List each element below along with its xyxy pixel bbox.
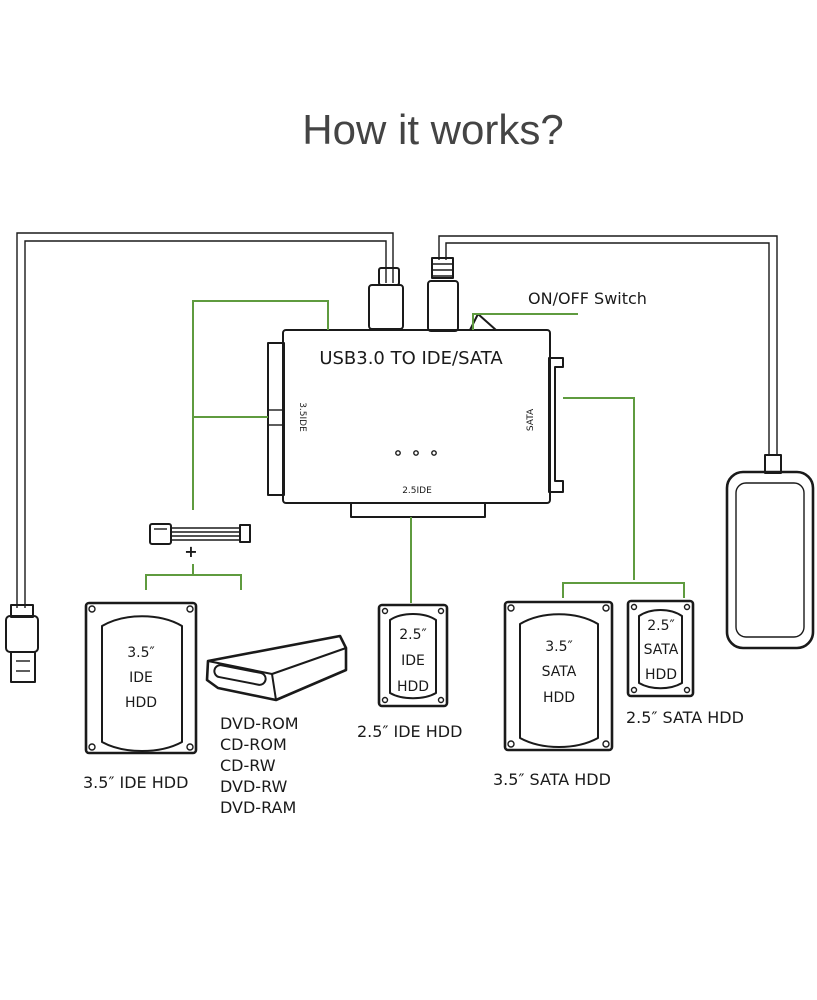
hdd-sata35: 3.5″ SATA HDD bbox=[503, 600, 614, 752]
switch-callout: ON/OFF Switch bbox=[472, 289, 647, 330]
hdd-ide25: 2.5″ IDE HDD bbox=[377, 603, 449, 708]
molex-connector: + bbox=[149, 523, 251, 561]
hdd-sata25-size: 2.5″ bbox=[647, 618, 675, 634]
adapter-box: USB3.0 TO IDE/SATA 3.5IDE SATA 2.5IDE bbox=[267, 313, 564, 518]
hdd-ide35-type: IDE bbox=[129, 670, 153, 686]
caption-ide35: 3.5″ IDE HDD bbox=[83, 773, 188, 792]
connection-lines bbox=[145, 300, 685, 603]
caption-ide25: 2.5″ IDE HDD bbox=[357, 722, 462, 741]
optical-line-1: DVD-ROM bbox=[220, 714, 299, 733]
power-plus-sign: + bbox=[184, 542, 197, 561]
hdd-sata35-type: SATA bbox=[542, 664, 577, 680]
status-led-2 bbox=[413, 450, 419, 456]
optical-line-3: CD-RW bbox=[220, 756, 276, 775]
port-label-ide25: 2.5IDE bbox=[402, 486, 432, 496]
optical-drive bbox=[205, 634, 348, 702]
optical-line-4: DVD-RW bbox=[220, 777, 288, 796]
caption-sata35: 3.5″ SATA HDD bbox=[493, 770, 611, 789]
optical-line-5: DVD-RAM bbox=[220, 798, 296, 817]
status-led-3 bbox=[431, 450, 437, 456]
optical-line-2: CD-ROM bbox=[220, 735, 287, 754]
port-label-ide35: 3.5IDE bbox=[297, 402, 307, 432]
switch-label: ON/OFF Switch bbox=[528, 289, 647, 308]
hdd-sata35-size: 3.5″ bbox=[545, 639, 573, 655]
status-led-1 bbox=[395, 450, 401, 456]
hdd-sata25-kind: HDD bbox=[645, 667, 677, 683]
hdd-ide35-kind: HDD bbox=[125, 695, 157, 711]
hdd-ide35: 3.5″ IDE HDD bbox=[84, 601, 198, 755]
hdd-sata35-kind: HDD bbox=[543, 690, 575, 706]
hdd-ide25-size: 2.5″ bbox=[399, 627, 427, 643]
hdd-sata25-type: SATA bbox=[644, 642, 679, 658]
hdd-ide35-size: 3.5″ bbox=[127, 645, 155, 661]
adapter-label: USB3.0 TO IDE/SATA bbox=[319, 348, 503, 369]
diagram-title: How it works? bbox=[302, 106, 563, 153]
hdd-ide25-type: IDE bbox=[401, 653, 425, 669]
power-cable bbox=[427, 235, 815, 650]
caption-sata25: 2.5″ SATA HDD bbox=[626, 708, 744, 727]
hdd-ide25-kind: HDD bbox=[397, 679, 429, 695]
hdd-sata25: 2.5″ SATA HDD bbox=[626, 599, 695, 698]
port-label-sata: SATA bbox=[526, 408, 536, 431]
